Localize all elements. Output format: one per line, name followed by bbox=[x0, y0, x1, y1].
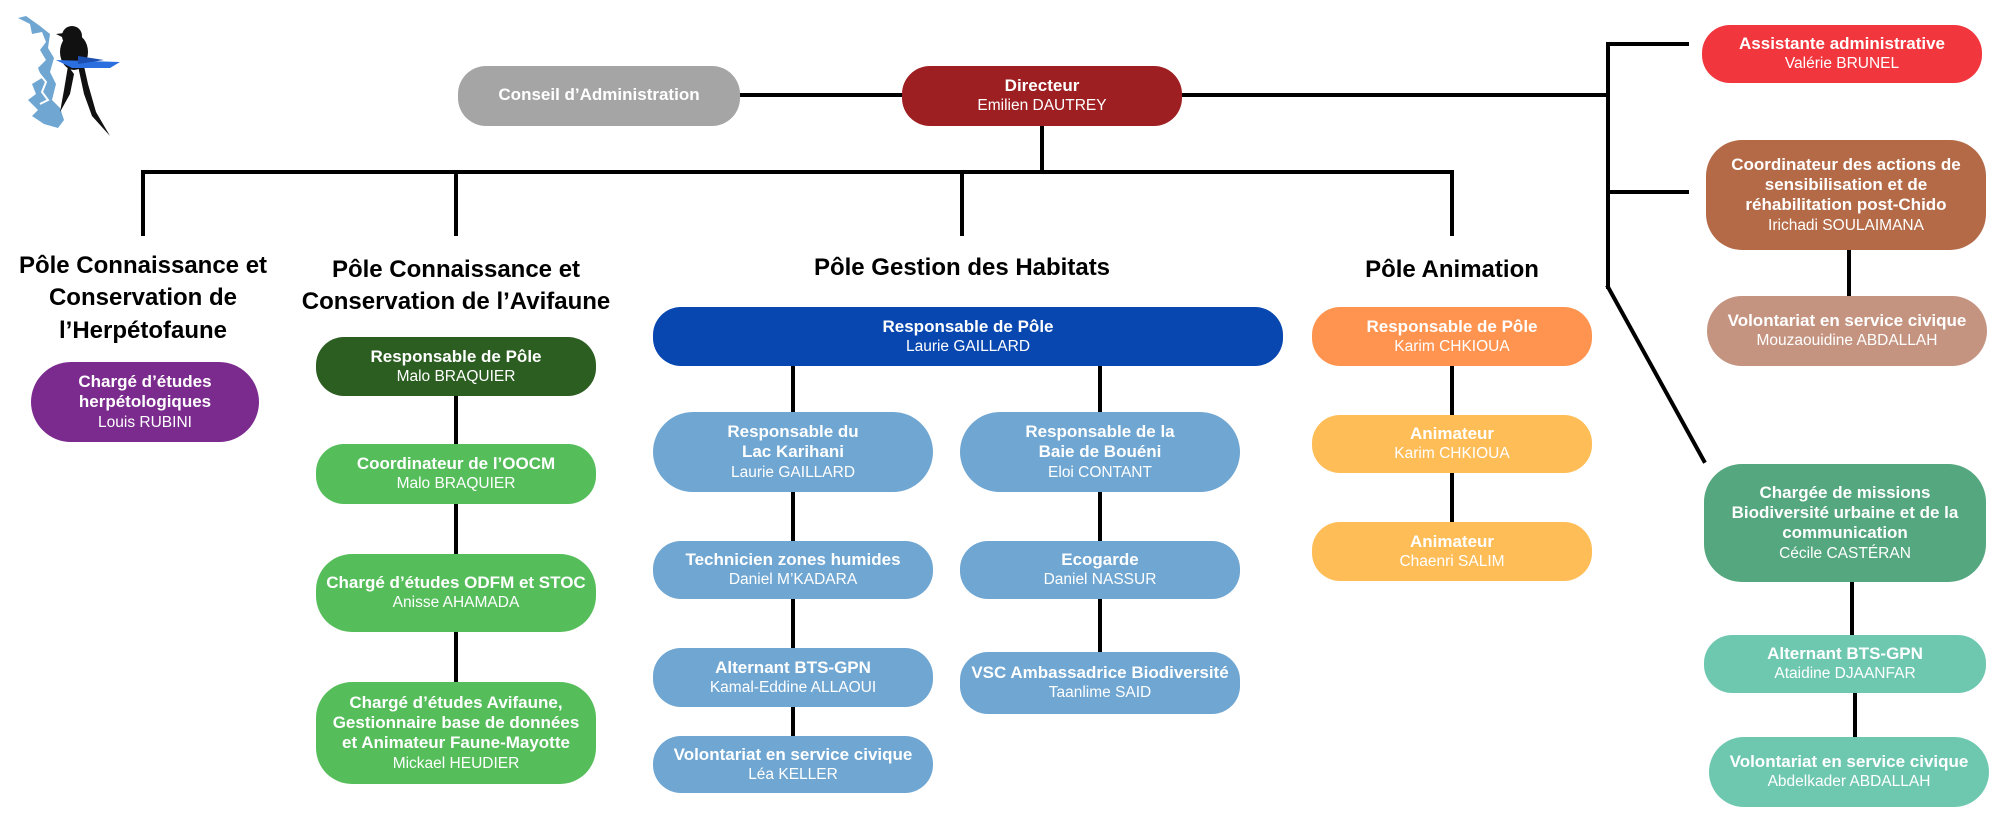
node-hab-baie: Responsable de la Baie de Bouéni Eloi CO… bbox=[960, 412, 1240, 492]
node-coord-chido: Coordinateur des actions de sensibilisat… bbox=[1706, 140, 1986, 250]
node-biodiv-vol: Volontariat en service civique Abdelkade… bbox=[1709, 737, 1989, 807]
node-avi-coord: Coordinateur de l’OOCM Malo BRAQUIER bbox=[316, 444, 596, 504]
node-role: Chargé d’études herpétologiques bbox=[78, 371, 212, 412]
node-hab-tech: Technicien zones humides Daniel M’KADARA bbox=[653, 541, 933, 599]
node-directeur: Directeur Emilien DAUTREY bbox=[902, 66, 1182, 126]
node-biodiv-alt: Alternant BTS-GPN Ataidine DJAANFAR bbox=[1704, 635, 1986, 693]
node-role: Assistante administrative bbox=[1739, 34, 1945, 53]
pole-title-avifaune: Pôle Connaissance et Conservation de l’A… bbox=[301, 256, 611, 316]
node-person: Malo BRAQUIER bbox=[396, 367, 516, 385]
node-conseil: Conseil d’Administration bbox=[458, 66, 740, 126]
node-person: Valérie BRUNEL bbox=[1784, 55, 1900, 73]
node-hab-eco: Ecogarde Daniel NASSUR bbox=[960, 541, 1240, 599]
node-role: Chargé d’études ODFM et STOC bbox=[326, 573, 586, 592]
node-person: Ataidine DJAANFAR bbox=[1774, 665, 1916, 683]
node-person: Irichadi SOULAIMANA bbox=[1768, 216, 1924, 234]
node-person: Léa KELLER bbox=[748, 765, 838, 783]
node-person: Laurie GAILLARD bbox=[730, 463, 856, 481]
node-role: Alternant BTS-GPN bbox=[715, 657, 871, 677]
node-role: Ecogarde bbox=[1061, 550, 1139, 569]
node-hab-lac: Responsable du Lac Karihani Laurie GAILL… bbox=[653, 412, 933, 492]
node-role: Coordinateur des actions de sensibilisat… bbox=[1731, 154, 1961, 215]
pole-title-habitats: Pôle Gestion des Habitats bbox=[813, 254, 1111, 281]
node-person: Daniel M’KADARA bbox=[728, 571, 858, 589]
node-anim-1: Animateur Karim CHKIOUA bbox=[1312, 415, 1592, 473]
bird-logo bbox=[12, 12, 122, 147]
node-hab-resp: Responsable de Pôle Laurie GAILLARD bbox=[653, 307, 1283, 366]
node-anim-2: Animateur Chaenri SALIM bbox=[1312, 522, 1592, 581]
node-role: Volontariat en service civique bbox=[1729, 752, 1969, 771]
node-person: Cécile CASTÉRAN bbox=[1779, 544, 1911, 562]
node-role: VSC Ambassadrice Biodiversité bbox=[971, 663, 1229, 682]
node-person: Laurie GAILLARD bbox=[905, 337, 1031, 355]
node-role: Technicien zones humides bbox=[685, 550, 901, 569]
node-person: Mickael HEUDIER bbox=[392, 754, 520, 772]
connector-staff-biodiv bbox=[1605, 284, 1707, 464]
node-role: Volontariat en service civique bbox=[1727, 311, 1967, 330]
node-role: Directeur bbox=[1004, 76, 1080, 95]
node-role: Responsable de Pôle bbox=[1366, 316, 1538, 336]
node-person: Daniel NASSUR bbox=[1043, 571, 1157, 589]
node-person: Anisse AHAMADA bbox=[392, 594, 520, 612]
node-role: Responsable de la Baie de Bouéni bbox=[1025, 421, 1175, 462]
node-role: Animateur bbox=[1409, 531, 1495, 551]
node-person: Malo BRAQUIER bbox=[396, 475, 516, 493]
node-role: Responsable de Pôle bbox=[882, 316, 1054, 336]
node-avi-odfm: Chargé d’études ODFM et STOC Anisse AHAM… bbox=[316, 554, 596, 632]
node-role: Animateur bbox=[1409, 424, 1495, 443]
node-biodiv: Chargée de missions Biodiversité urbaine… bbox=[1704, 464, 1986, 582]
node-hab-vol: Volontariat en service civique Léa KELLE… bbox=[653, 736, 933, 793]
node-role: Chargé d’études Avifaune, Gestionnaire b… bbox=[332, 692, 580, 753]
node-role: Alternant BTS-GPN bbox=[1767, 644, 1923, 663]
node-avi-faune: Chargé d’études Avifaune, Gestionnaire b… bbox=[316, 682, 596, 784]
node-person: Karim CHKIOUA bbox=[1394, 445, 1510, 463]
node-role: Chargée de missions Biodiversité urbaine… bbox=[1731, 482, 1959, 543]
node-person: Louis RUBINI bbox=[98, 413, 192, 431]
node-avi-resp: Responsable de Pôle Malo BRAQUIER bbox=[316, 337, 596, 396]
node-person: Emilien DAUTREY bbox=[977, 97, 1107, 115]
node-role: Responsable de Pôle bbox=[370, 346, 542, 366]
pole-title-animation: Pôle Animation bbox=[1365, 256, 1539, 283]
node-anim-resp: Responsable de Pôle Karim CHKIOUA bbox=[1312, 307, 1592, 366]
node-person: Mouzaouidine ABDALLAH bbox=[1756, 332, 1938, 350]
pole-title-herpeto: Pôle Connaissance et Conservation de l’H… bbox=[18, 252, 268, 344]
node-hab-alt: Alternant BTS-GPN Kamal-Eddine ALLAOUI bbox=[653, 648, 933, 707]
node-person: Abdelkader ABDALLAH bbox=[1767, 773, 1931, 791]
node-herp-charge: Chargé d’études herpétologiques Louis RU… bbox=[31, 362, 259, 442]
node-person: Eloi CONTANT bbox=[1048, 463, 1152, 481]
node-assistante: Assistante administrative Valérie BRUNEL bbox=[1702, 25, 1982, 83]
node-person: Karim CHKIOUA bbox=[1394, 337, 1510, 355]
node-role: Responsable du Lac Karihani bbox=[727, 421, 859, 462]
node-person: Chaenri SALIM bbox=[1399, 552, 1505, 570]
node-chido-vol: Volontariat en service civique Mouzaouid… bbox=[1707, 296, 1987, 366]
node-person: Taanlime SAID bbox=[1048, 684, 1152, 702]
node-role: Coordinateur de l’OOCM bbox=[356, 454, 556, 473]
node-person: Kamal-Eddine ALLAOUI bbox=[709, 678, 877, 696]
node-role: Conseil d’Administration bbox=[498, 85, 700, 105]
node-role: Volontariat en service civique bbox=[673, 744, 913, 764]
node-hab-vsc: VSC Ambassadrice Biodiversité Taanlime S… bbox=[960, 652, 1240, 714]
